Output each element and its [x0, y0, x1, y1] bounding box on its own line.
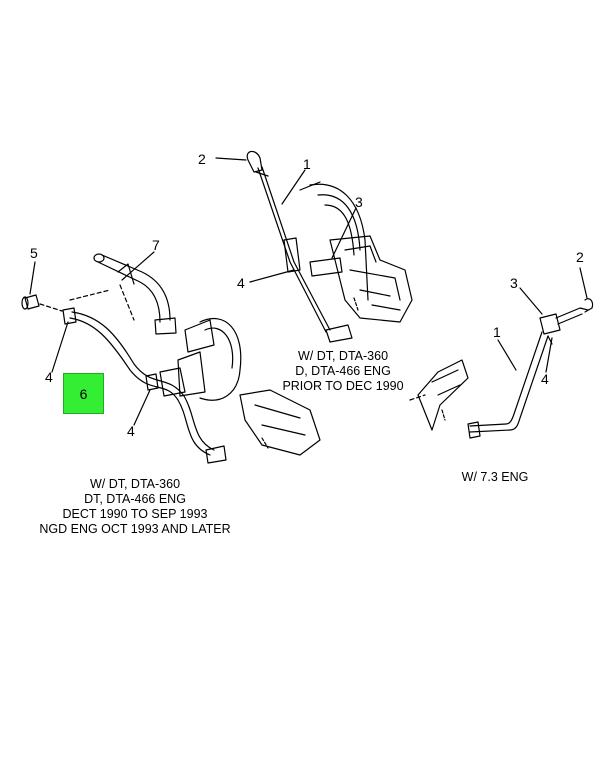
caption-line: DT, DTA-466 ENG	[84, 492, 186, 506]
right-assembly	[409, 267, 594, 439]
callout-left-5: 5	[30, 245, 38, 261]
callout-left-4-lower: 4	[127, 423, 135, 439]
callout-right-3: 3	[510, 275, 518, 291]
caption-right: W/ 7.3 ENG	[445, 470, 545, 485]
callout-middle-4: 4	[237, 275, 245, 291]
callout-right-1: 1	[493, 324, 501, 340]
caption-line: PRIOR TO DEC 1990	[282, 379, 404, 393]
left-assembly	[21, 251, 321, 464]
callout-middle-2: 2	[198, 151, 206, 167]
caption-line: D, DTA-466 ENG	[295, 364, 391, 378]
callout-middle-3: 3	[355, 194, 363, 210]
caption-line: W/ 7.3 ENG	[461, 470, 529, 484]
caption-left: W/ DT, DTA-360 DT, DTA-466 ENG DECT 1990…	[30, 477, 240, 537]
caption-middle: W/ DT, DTA-360 D, DTA-466 ENG PRIOR TO D…	[268, 349, 418, 394]
caption-line: W/ DT, DTA-360	[89, 477, 181, 491]
caption-line: NGD ENG OCT 1993 AND LATER	[39, 522, 231, 536]
callout-left-7: 7	[152, 237, 160, 253]
callout-middle-1: 1	[303, 156, 311, 172]
callout-left-4-upper: 4	[45, 369, 53, 385]
middle-assembly	[215, 150, 413, 343]
caption-line: W/ DT, DTA-360	[297, 349, 389, 363]
callout-left-6: 6	[79, 386, 88, 402]
highlighted-part-6[interactable]: 6	[63, 373, 104, 414]
callout-right-4: 4	[541, 371, 549, 387]
callout-right-2: 2	[576, 249, 584, 265]
caption-line: DECT 1990 TO SEP 1993	[62, 507, 208, 521]
